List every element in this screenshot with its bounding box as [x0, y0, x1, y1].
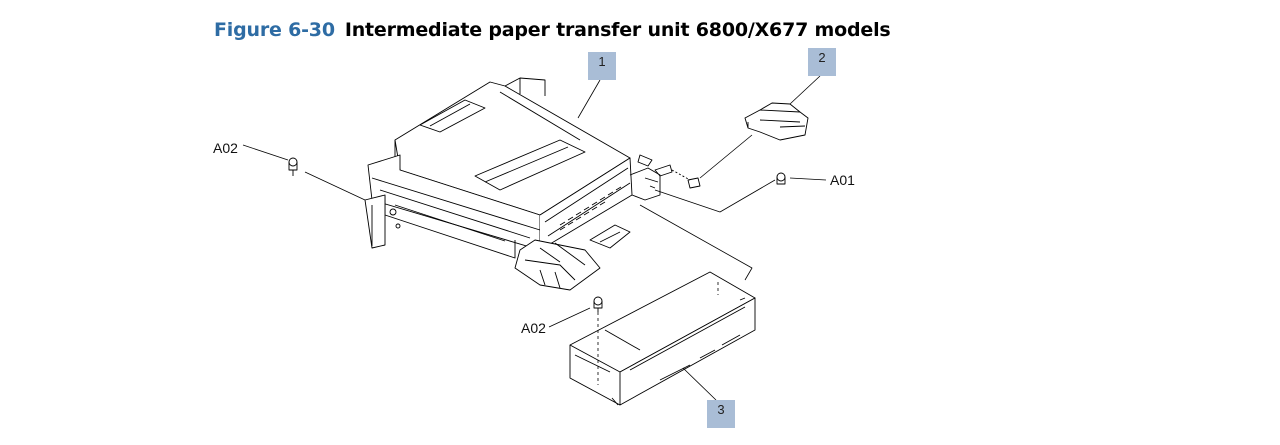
ref-a01: A01	[830, 172, 855, 188]
ref-a02-bottom: A02	[521, 320, 546, 336]
screw-a01	[776, 172, 786, 185]
cover-part-3	[569, 271, 756, 406]
callout-1: 1	[588, 52, 616, 80]
screw-a02-bottom	[593, 296, 603, 312]
figure-number: Figure 6-30	[214, 19, 335, 41]
screw-a02-left	[288, 157, 298, 176]
figure-title: Intermediate paper transfer unit 6800/X6…	[344, 19, 891, 41]
ref-a02-left: A02	[213, 140, 238, 156]
transfer-unit-part-1	[364, 77, 661, 291]
bracket-part-2	[744, 102, 809, 141]
figure-caption: Figure 6-30 Intermediate paper transfer u…	[214, 19, 891, 41]
callout-2: 2	[808, 48, 836, 76]
callout-3: 3	[707, 400, 735, 428]
